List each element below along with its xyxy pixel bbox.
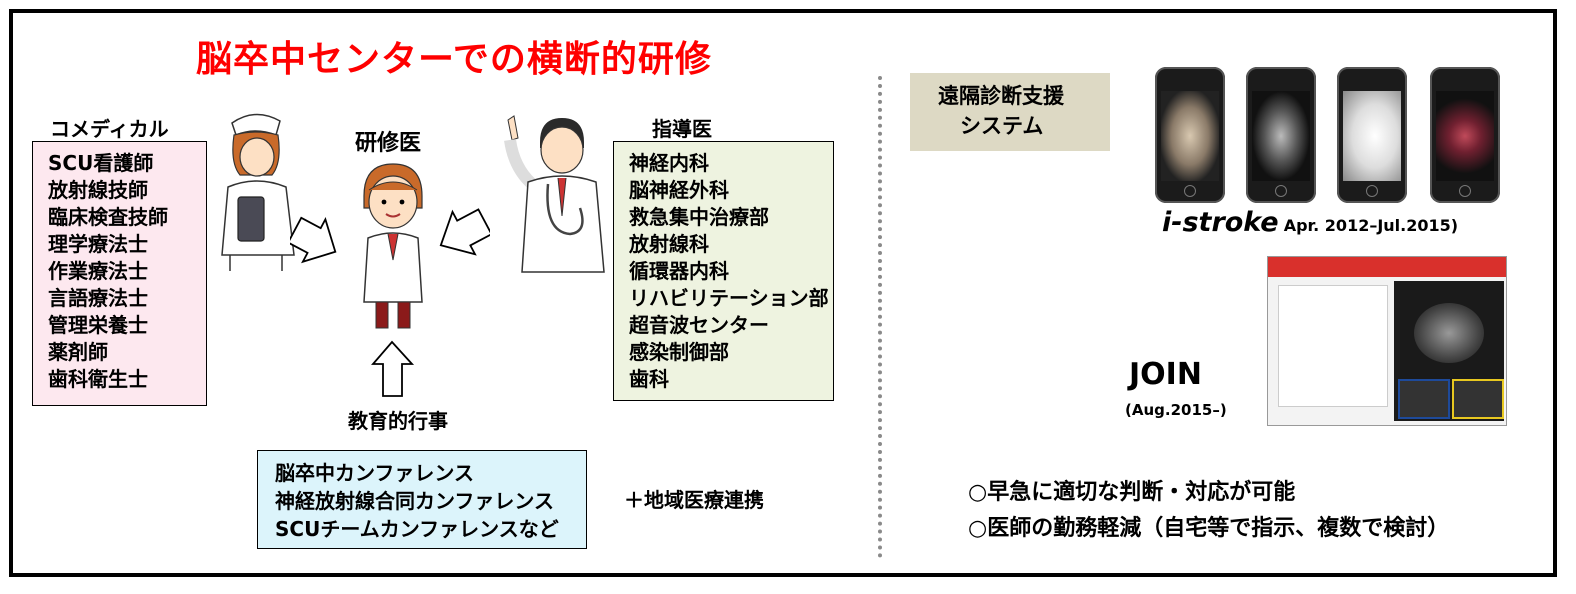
education-item: SCUチームカンファレンスなど <box>275 517 559 541</box>
regional-collaboration: ＋地域医療連携 <box>624 488 764 512</box>
comedical-item: 言語療法士 <box>48 286 148 310</box>
arrow-up-icon <box>371 340 415 397</box>
arrow-left-icon <box>439 208 490 256</box>
supervisor-doctor-illustration <box>504 115 605 273</box>
nurse-illustration <box>221 113 295 271</box>
supervisor-item: 超音波センター <box>629 313 769 337</box>
arrow-right-icon <box>290 216 337 264</box>
comedical-label: コメディカル <box>50 117 169 141</box>
supervisor-item: リハビリテーション部 <box>629 286 829 310</box>
education-item: 脳卒中カンファレンス <box>275 461 474 485</box>
supervisor-box: 神経内科 脳神経外科 救急集中治療部 放射線科 循環器内科 リハビリテーション部… <box>613 141 834 401</box>
supervisor-item: 感染制御部 <box>629 340 729 364</box>
education-label: 教育的行事 <box>348 409 448 433</box>
supervisor-item: 救急集中治療部 <box>629 205 769 229</box>
comedical-item: 理学療法士 <box>48 232 148 256</box>
supervisor-item: 脳神経外科 <box>629 178 729 202</box>
benefit-item: ○早急に適切な判断・対応が可能 <box>968 480 1296 505</box>
education-item: 神経放射線合同カンファレンス <box>275 489 554 513</box>
supervisor-item: 循環器内科 <box>629 259 729 283</box>
istroke-period: Apr. 2012–Jul.2015) <box>1283 216 1459 235</box>
comedical-item: 歯科衛生士 <box>48 367 148 391</box>
supervisor-item: 放射線科 <box>629 232 709 256</box>
comedical-item: 薬剤師 <box>48 340 108 364</box>
smartphone-image <box>1337 67 1407 203</box>
section-divider <box>878 76 882 558</box>
telemedicine-line-1: 遠隔診断支援 <box>938 84 1064 108</box>
join-image-viewer <box>1394 281 1504 421</box>
join-chat-panel <box>1278 285 1388 407</box>
education-box: 脳卒中カンファレンス 神経放射線合同カンファレンス SCUチームカンファレンスな… <box>257 450 587 549</box>
istroke-name: i-stroke <box>1162 207 1279 238</box>
comedical-item: 臨床検査技師 <box>48 205 168 229</box>
istroke-caption: i-stroke Apr. 2012–Jul.2015) <box>1162 207 1458 238</box>
join-app-header <box>1268 257 1506 277</box>
supervisor-item: 神経内科 <box>629 151 709 175</box>
telemedicine-line-2: システム <box>960 114 1044 138</box>
comedical-box: SCU看護師 放射線技師 臨床検査技師 理学療法士 作業療法士 言語療法士 管理… <box>32 141 207 406</box>
comedical-item: SCU看護師 <box>48 151 154 175</box>
supervisor-item: 歯科 <box>629 367 669 391</box>
smartphone-image <box>1246 67 1316 203</box>
smartphone-image <box>1430 67 1500 203</box>
supervisor-label: 指導医 <box>652 117 712 141</box>
join-name: JOIN <box>1129 357 1202 392</box>
join-app-screenshot <box>1267 256 1507 426</box>
join-period: (Aug.2015–) <box>1125 401 1227 419</box>
benefit-item: ○医師の勤務軽減（自宅等で指示、複数で検討） <box>968 516 1450 541</box>
resident-label: 研修医 <box>355 131 422 156</box>
comedical-item: 放射線技師 <box>48 178 148 202</box>
comedical-item: 作業療法士 <box>48 259 148 283</box>
diagram-title: 脳卒中センターでの横断的研修 <box>196 39 712 80</box>
resident-doctor-illustration <box>363 163 423 329</box>
smartphone-image <box>1155 67 1225 203</box>
telemedicine-box: 遠隔診断支援 システム <box>910 73 1110 151</box>
comedical-item: 管理栄養士 <box>48 313 148 337</box>
